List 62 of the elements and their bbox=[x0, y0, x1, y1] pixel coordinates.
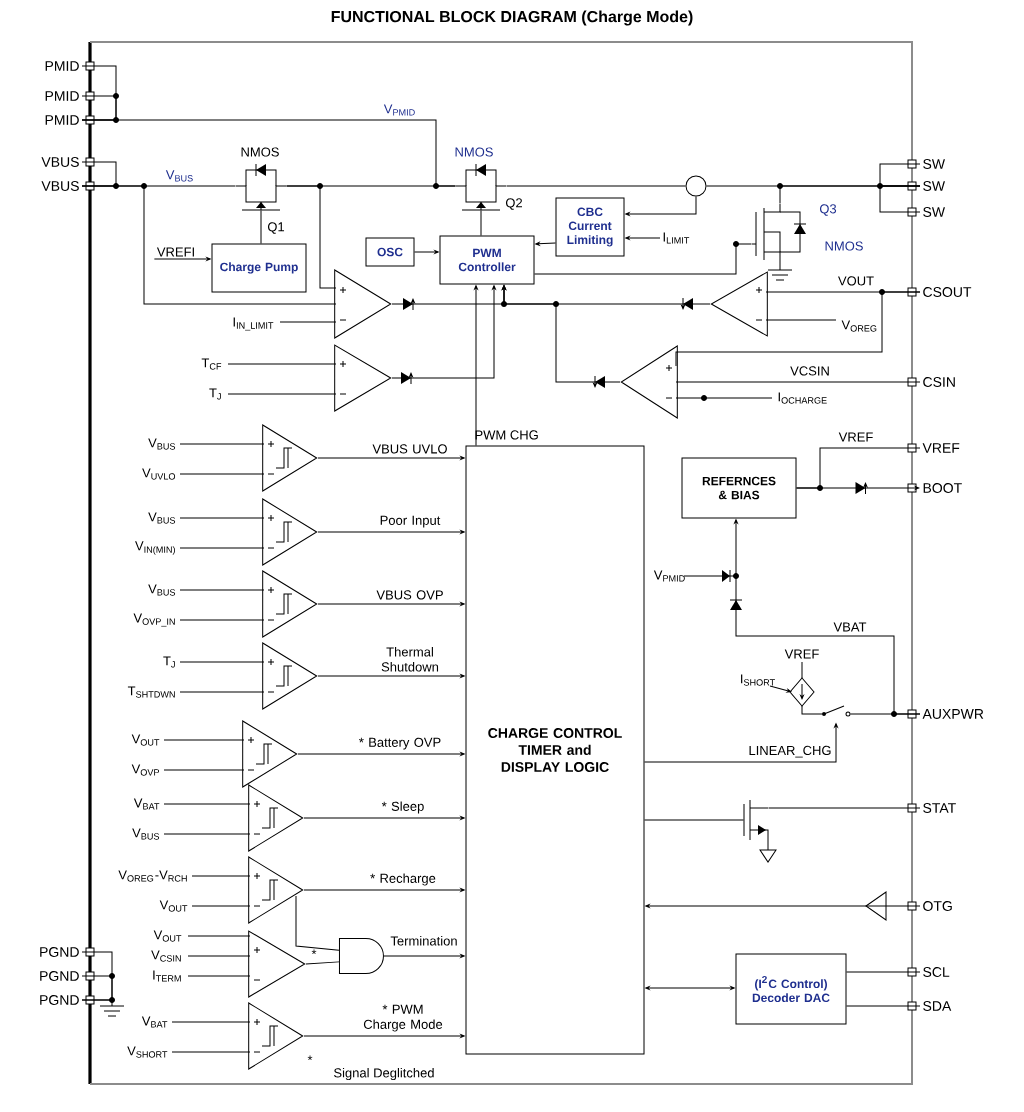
comparator-triangle bbox=[179, 424, 318, 492]
arrow bbox=[645, 986, 735, 990]
wire bbox=[81, 975, 113, 1001]
arrow bbox=[535, 241, 556, 246]
comparator-triangle bbox=[191, 856, 304, 924]
arrow bbox=[625, 196, 697, 216]
wire bbox=[846, 1005, 921, 1007]
wire bbox=[644, 819, 744, 821]
comparator-triangle bbox=[179, 642, 318, 710]
wire bbox=[675, 381, 921, 383]
arrow bbox=[153, 257, 211, 261]
comparator-triangle bbox=[227, 344, 392, 412]
wire bbox=[850, 713, 921, 715]
arrow bbox=[303, 816, 465, 820]
wire bbox=[480, 210, 482, 236]
wire bbox=[675, 291, 921, 367]
comparator-triangle bbox=[710, 271, 837, 337]
arrow bbox=[414, 250, 439, 254]
wire bbox=[81, 185, 337, 305]
wire bbox=[81, 95, 117, 121]
wire bbox=[779, 185, 921, 204]
comparator-triangle bbox=[163, 720, 298, 788]
wire bbox=[286, 185, 337, 289]
wire bbox=[846, 971, 921, 973]
wire bbox=[295, 895, 340, 951]
wire bbox=[534, 243, 752, 275]
arrow bbox=[502, 285, 621, 388]
title: FUNCTIONAL BLOCK DIAGRAM (Charge Mode) bbox=[331, 10, 693, 26]
wire bbox=[768, 807, 921, 809]
arrow bbox=[383, 954, 465, 958]
arrow bbox=[317, 602, 465, 606]
and-gate bbox=[338, 937, 384, 975]
comparator-triangle bbox=[171, 1002, 304, 1070]
arrow bbox=[303, 888, 465, 892]
arrow bbox=[317, 530, 465, 534]
wire bbox=[81, 119, 456, 187]
transistor-symbol bbox=[743, 799, 769, 841]
arrow bbox=[303, 1034, 465, 1038]
arrow bbox=[297, 752, 465, 756]
arrow bbox=[317, 674, 465, 678]
wire bbox=[506, 185, 686, 187]
comparator-triangle bbox=[187, 930, 306, 998]
wire bbox=[305, 961, 340, 965]
arrow bbox=[317, 456, 465, 460]
wire bbox=[81, 161, 117, 187]
sense-circle bbox=[685, 175, 707, 197]
transistor-symbol bbox=[751, 203, 807, 265]
comparator-triangle bbox=[179, 570, 318, 638]
arrow bbox=[625, 236, 661, 240]
wire bbox=[796, 447, 921, 489]
wire bbox=[879, 185, 921, 213]
comparator-triangle bbox=[163, 784, 304, 852]
comparator-triangle bbox=[620, 345, 773, 419]
wire bbox=[879, 163, 921, 187]
transistor-symbol bbox=[235, 163, 287, 211]
arrow bbox=[645, 904, 921, 908]
arrow bbox=[474, 285, 478, 446]
arrow bbox=[391, 285, 496, 385]
transistor-symbol bbox=[455, 163, 507, 211]
arrow bbox=[644, 723, 838, 763]
wire bbox=[260, 210, 262, 244]
comparator-triangle bbox=[179, 498, 318, 566]
